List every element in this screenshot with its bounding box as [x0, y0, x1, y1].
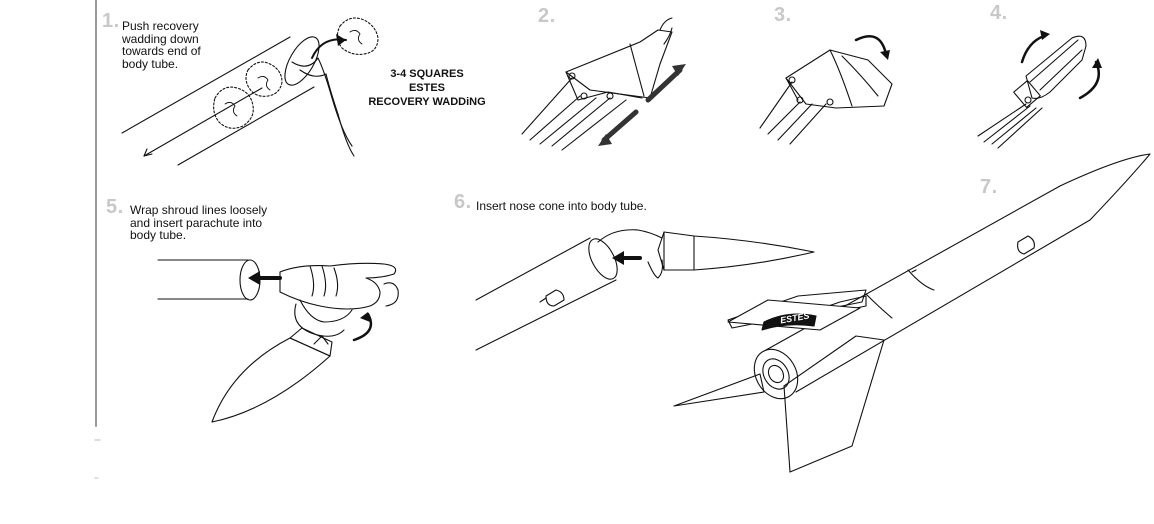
- step7-engine-mount: [753, 348, 799, 400]
- step5-shroud-lines: [294, 299, 353, 337]
- step2-parachute: [521, 17, 673, 151]
- step1-body-tube: [121, 36, 320, 166]
- step3-number: 3.: [774, 4, 792, 26]
- step1-shock-cord: [291, 57, 355, 157]
- step1-wadding-squares: [213, 17, 379, 129]
- step2-pull-arrows: [601, 67, 683, 143]
- wadding-callout: 3-4 SQUARES ESTES RECOVERY WADDiNG: [364, 67, 490, 109]
- step4-rolled-parachute: [977, 35, 1087, 149]
- step5-nose-cone: [211, 327, 333, 423]
- step7-decal: [727, 299, 861, 331]
- step5-body-tube: [157, 259, 261, 301]
- callout-line2: ESTES: [408, 82, 446, 94]
- step7-number: 7.: [980, 176, 998, 198]
- step4-arrow-top: [1020, 34, 1046, 64]
- step7-rocket-body: [765, 153, 1151, 393]
- step6-shock-cord: [597, 229, 664, 279]
- step5-number: 5.: [106, 196, 124, 218]
- callout-line1: 3-4 SQUARES: [390, 68, 464, 80]
- step6-number: 6.: [454, 191, 472, 213]
- step5-hand: [279, 262, 399, 310]
- step1-number: 1.: [102, 10, 120, 32]
- step6-text: Insert nose cone into body tube.: [476, 199, 647, 213]
- step5-arrow: [248, 271, 373, 342]
- step1-wadding-squiggles: [224, 29, 363, 117]
- step3-curved-arrow: [854, 35, 888, 56]
- step6-arrow: [612, 251, 642, 265]
- step1-text: Push recovery wadding down towards end o…: [122, 19, 201, 71]
- step2-number: 2.: [538, 5, 556, 27]
- step3-folded-parachute: [759, 49, 893, 145]
- callout-line3: RECOVERY WADDiNG: [368, 96, 486, 108]
- step4-number: 4.: [990, 2, 1008, 24]
- step6-nose-cone: [657, 231, 815, 271]
- step6-body-tube: [475, 237, 618, 351]
- step5-text: Wrap shroud lines loosely and insert par…: [130, 203, 268, 242]
